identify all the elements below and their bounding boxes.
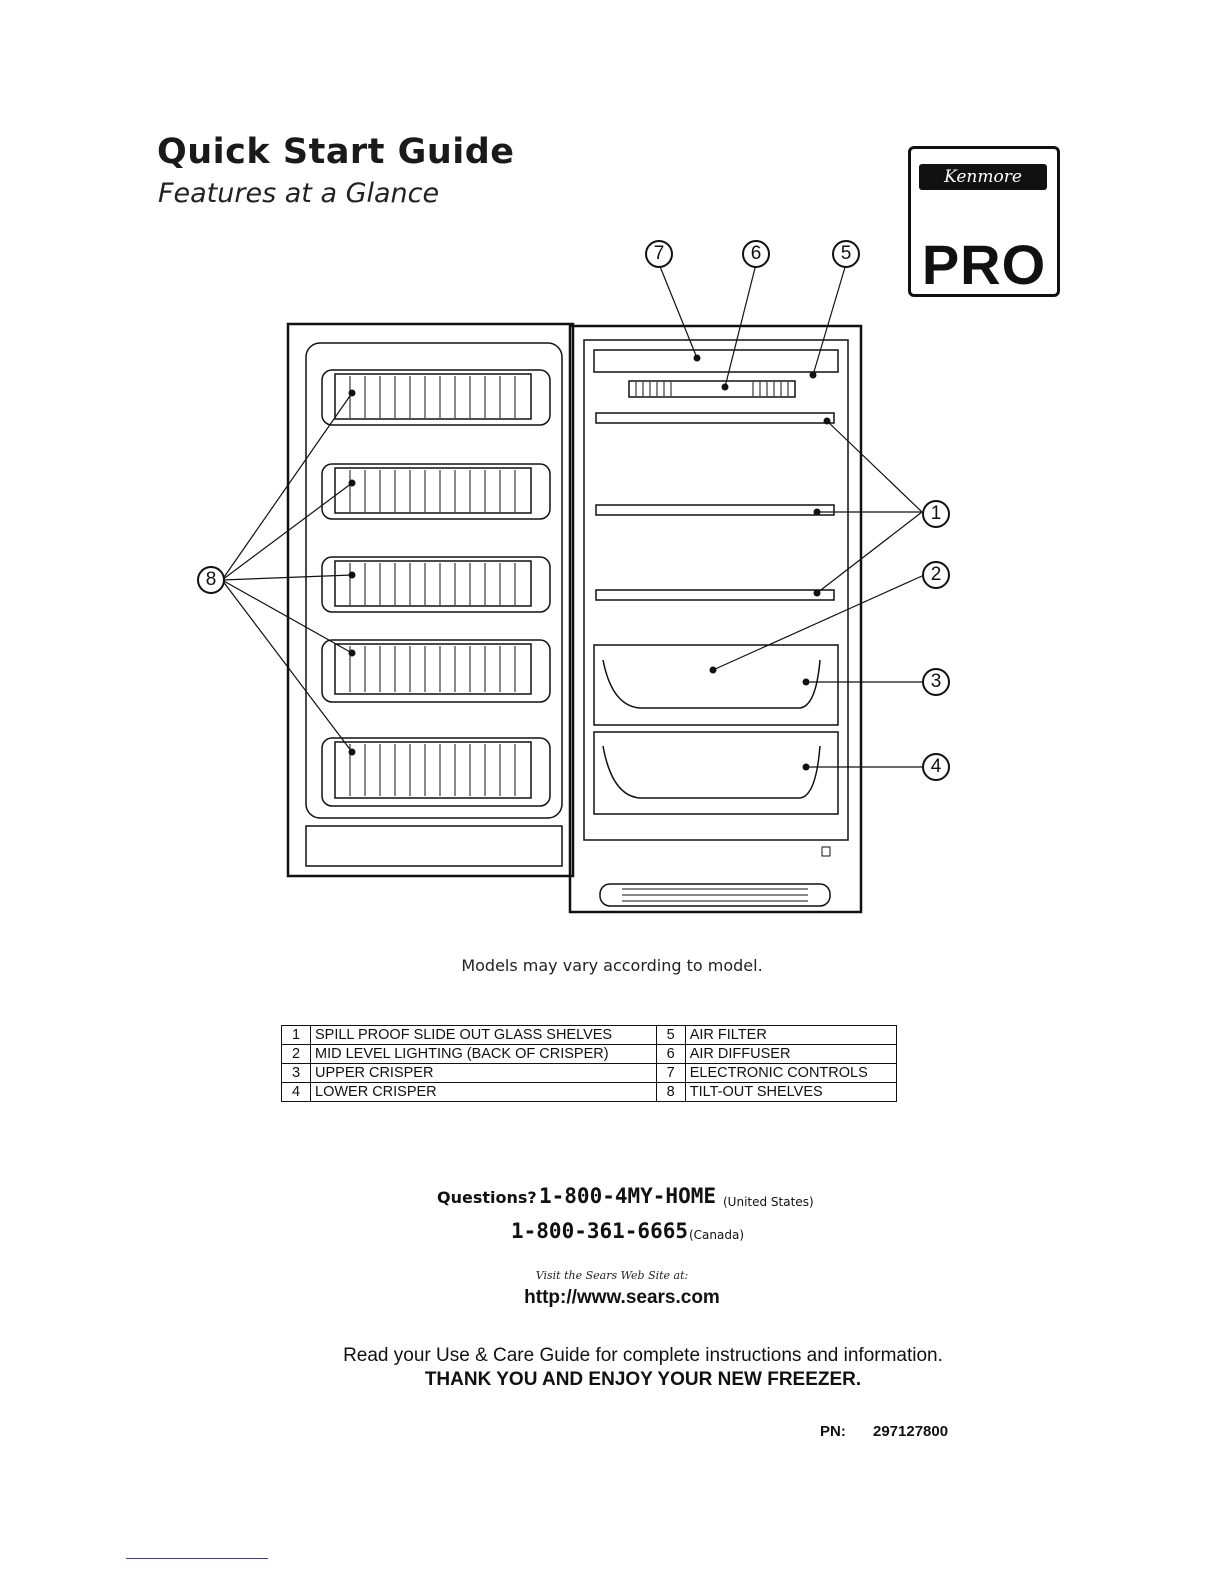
page-subtitle: Features at a Glance: [158, 178, 440, 209]
feature-label: TILT-OUT SHELVES: [684, 1082, 898, 1102]
feature-number: 7: [655, 1063, 686, 1083]
table-row: 1 SPILL PROOF SLIDE OUT GLASS SHELVES 5 …: [281, 1025, 898, 1045]
feature-number: 5: [655, 1025, 686, 1045]
door-bin: [321, 556, 551, 613]
region-us: (United States): [723, 1195, 814, 1209]
feature-label: MID LEVEL LIGHTING (BACK OF CRISPER): [310, 1044, 657, 1064]
leader-lines: [221, 263, 923, 768]
callout-8: 8: [197, 566, 225, 594]
feature-label: UPPER CRISPER: [310, 1063, 657, 1083]
table-row: 2 MID LEVEL LIGHTING (BACK OF CRISPER) 6…: [281, 1044, 898, 1064]
feature-number: 1: [281, 1025, 311, 1045]
door-inner-panel: [305, 342, 563, 819]
footer-rule: [126, 1558, 268, 1559]
air-diffuser-grille: [628, 380, 796, 398]
callout-4: 4: [922, 753, 950, 781]
bin-slats: [349, 376, 516, 796]
door-bin: [321, 639, 551, 703]
part-number-value: 297127800: [873, 1423, 949, 1440]
features-table: 1 SPILL PROOF SLIDE OUT GLASS SHELVES 5 …: [281, 1025, 898, 1102]
kenmore-pro-logo: Kenmore PRO: [908, 146, 1060, 297]
visit-text: Visit the Sears Web Site at:: [535, 1269, 689, 1282]
callout-6: 6: [742, 240, 770, 268]
callout-5: 5: [832, 240, 860, 268]
feature-number: 3: [281, 1063, 311, 1083]
freezer-diagram: [221, 263, 923, 914]
table-row: 4 LOWER CRISPER 8 TILT-OUT SHELVES: [281, 1082, 898, 1102]
feature-number: 8: [655, 1082, 686, 1102]
door-outline: [286, 322, 575, 878]
door-bin: [321, 463, 551, 520]
diagram-note: Models may vary according to model.: [461, 956, 763, 975]
questions-label: Questions?: [437, 1188, 537, 1207]
read-guide-text: Read your Use & Care Guide for complete …: [343, 1345, 943, 1366]
cabinet-outline: [568, 324, 863, 914]
part-number-label: PN:: [820, 1423, 846, 1440]
phone-canada: 1-800-361-6665: [511, 1219, 689, 1243]
feature-number: 4: [281, 1082, 311, 1102]
table-row: 3 UPPER CRISPER 7 ELECTRONIC CONTROLS: [281, 1063, 898, 1083]
bottom-grille: [599, 883, 831, 907]
callout-1: 1: [922, 500, 950, 528]
callout-7: 7: [645, 240, 673, 268]
feature-number: 6: [655, 1044, 686, 1064]
glass-shelf: [595, 589, 835, 601]
door-bins: [321, 369, 551, 807]
page-title: Quick Start Guide: [157, 132, 515, 172]
callout-2: 2: [922, 561, 950, 589]
phone-us: 1-800-4MY-HOME: [539, 1184, 717, 1208]
feature-label: AIR FILTER: [684, 1025, 898, 1045]
lower-crisper: [593, 731, 839, 815]
region-canada: (Canada): [689, 1228, 745, 1242]
sears-url-link[interactable]: http://www.sears.com: [524, 1287, 720, 1308]
thank-you-text: THANK YOU AND ENJOY YOUR NEW FREEZER.: [424, 1369, 862, 1390]
control-panel: [593, 349, 839, 373]
door-kickplate: [305, 825, 563, 867]
logo-line: PRO: [921, 233, 1047, 296]
leader-dots: [348, 354, 831, 771]
door-bin: [321, 737, 551, 807]
door-bin: [321, 369, 551, 426]
glass-shelf: [595, 412, 835, 424]
feature-number: 2: [281, 1044, 311, 1064]
feature-label: SPILL PROOF SLIDE OUT GLASS SHELVES: [310, 1025, 657, 1045]
feature-label: ELECTRONIC CONTROLS: [684, 1063, 898, 1083]
upper-crisper: [593, 644, 839, 726]
glass-shelf: [595, 504, 835, 516]
logo-brand: Kenmore: [919, 164, 1047, 190]
feature-label: AIR DIFFUSER: [684, 1044, 898, 1064]
callout-3: 3: [922, 668, 950, 696]
cabinet-liner: [583, 339, 849, 841]
feature-label: LOWER CRISPER: [310, 1082, 657, 1102]
